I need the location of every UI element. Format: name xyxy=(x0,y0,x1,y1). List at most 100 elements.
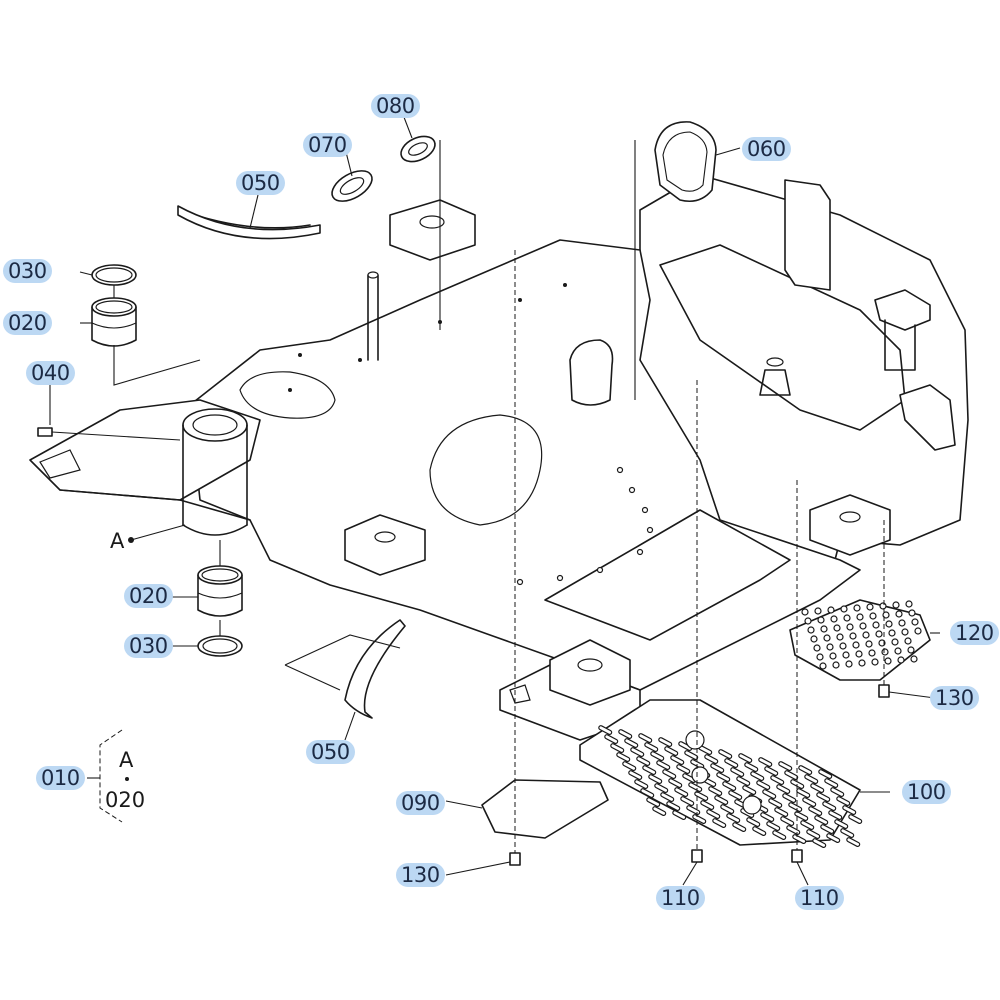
perforation-slot xyxy=(764,766,779,776)
perforation-hole xyxy=(897,656,905,664)
perforation-hole xyxy=(843,614,851,622)
perforation-hole xyxy=(865,640,873,648)
callout-080[interactable]: 080 xyxy=(371,94,420,118)
perforation-slot xyxy=(658,737,673,747)
perforation-slot xyxy=(760,812,775,822)
perforation-slot xyxy=(668,778,683,788)
swivel-frame xyxy=(29,174,969,741)
perforation-hole xyxy=(826,643,834,651)
perforation-hole xyxy=(879,602,887,610)
perforation-slot xyxy=(836,796,851,806)
part-050-guide-upper xyxy=(177,205,321,240)
perforation-hole xyxy=(855,650,863,658)
perforation-hole xyxy=(881,648,889,656)
perforation-slot xyxy=(818,769,833,779)
part-090-cover-plate xyxy=(481,779,609,839)
part-120-perforated-cover xyxy=(789,599,931,681)
perforation-hole xyxy=(813,644,821,652)
perforation-slot xyxy=(794,811,809,821)
perforation-slot xyxy=(746,817,761,827)
callout-110-right[interactable]: 110 xyxy=(795,886,844,910)
callout-050-lower[interactable]: 050 xyxy=(306,740,355,764)
perforation-slot xyxy=(798,765,813,775)
callout-130-right[interactable]: 130 xyxy=(930,686,979,710)
callout-090[interactable]: 090 xyxy=(396,791,445,815)
callout-110-left[interactable]: 110 xyxy=(656,886,705,910)
perforation-slot xyxy=(652,806,667,816)
callout-100[interactable]: 100 xyxy=(902,780,951,804)
perforation-hole xyxy=(801,608,809,616)
part-080-grommet xyxy=(400,135,436,163)
perforation-slot xyxy=(672,810,687,820)
callout-120[interactable]: 120 xyxy=(950,621,999,645)
perforation-hole xyxy=(885,620,893,628)
perforation-hole xyxy=(823,634,831,642)
perforation-slot xyxy=(742,785,757,795)
perforation-hole xyxy=(907,646,915,654)
callout-030-upper[interactable]: 030 xyxy=(3,259,52,283)
assembly-bracket xyxy=(99,729,129,823)
perforation-hole xyxy=(859,622,867,630)
perforation-slot xyxy=(792,834,807,844)
perforation-hole xyxy=(853,604,861,612)
perforation-slot xyxy=(656,760,671,770)
perforation-slot xyxy=(622,761,637,771)
perforation-hole xyxy=(911,618,919,626)
perforation-slot xyxy=(840,828,855,838)
perforation-slot xyxy=(666,801,681,811)
perforation-slot xyxy=(630,747,645,757)
callout-040[interactable]: 040 xyxy=(26,361,75,385)
callout-050-upper[interactable]: 050 xyxy=(236,171,285,195)
perforation-slot xyxy=(674,787,689,797)
perforation-slot xyxy=(694,791,709,801)
callout-020-upper[interactable]: 020 xyxy=(3,311,52,335)
perforation-slot xyxy=(776,784,791,794)
perforation-slot xyxy=(616,752,631,762)
perforation-slot xyxy=(692,814,707,824)
reference-point-a: A xyxy=(110,529,125,553)
perforation-slot xyxy=(772,830,787,840)
perforation-slot xyxy=(650,751,665,761)
perforation-hole xyxy=(814,607,822,615)
callout-030-lower[interactable]: 030 xyxy=(124,634,173,658)
callout-060[interactable]: 060 xyxy=(742,137,791,161)
perforation-hole xyxy=(872,621,880,629)
perforation-slot xyxy=(766,821,781,831)
perforation-slot xyxy=(670,755,685,765)
perforation-slot xyxy=(830,787,845,797)
part-060-grommet xyxy=(654,121,717,203)
callout-020-lower[interactable]: 020 xyxy=(124,584,173,608)
perforation-hole xyxy=(868,649,876,657)
perforation-hole xyxy=(914,627,922,635)
perforation-slot xyxy=(724,758,739,768)
perforation-hole xyxy=(888,629,896,637)
callout-010[interactable]: 010 xyxy=(36,766,85,790)
perforation-hole xyxy=(895,610,903,618)
perforation-slot xyxy=(706,809,721,819)
perforation-slot xyxy=(842,805,857,815)
perforation-slot xyxy=(728,790,743,800)
perforation-hole xyxy=(858,659,866,667)
perforation-slot xyxy=(770,775,785,785)
perforation-slot xyxy=(636,756,651,766)
perforation-hole xyxy=(892,601,900,609)
perforation-slot xyxy=(662,769,677,779)
perforation-slot xyxy=(810,783,825,793)
callout-070[interactable]: 070 xyxy=(303,133,352,157)
perforation-hole xyxy=(898,619,906,627)
perforation-slot xyxy=(778,761,793,771)
perforation-slot xyxy=(786,825,801,835)
perforation-slot xyxy=(800,820,815,830)
perforation-hole xyxy=(856,613,864,621)
perforation-hole xyxy=(845,660,853,668)
callout-130-left[interactable]: 130 xyxy=(396,863,445,887)
perforation-slot xyxy=(718,749,733,759)
perforation-slot xyxy=(808,806,823,816)
perforation-hole xyxy=(904,637,912,645)
perforation-hole xyxy=(852,641,860,649)
perforation-slot xyxy=(806,829,821,839)
perforation-slot xyxy=(796,788,811,798)
perforation-hole xyxy=(908,609,916,617)
deck-holes xyxy=(288,283,654,586)
perforation-slot xyxy=(758,757,773,767)
